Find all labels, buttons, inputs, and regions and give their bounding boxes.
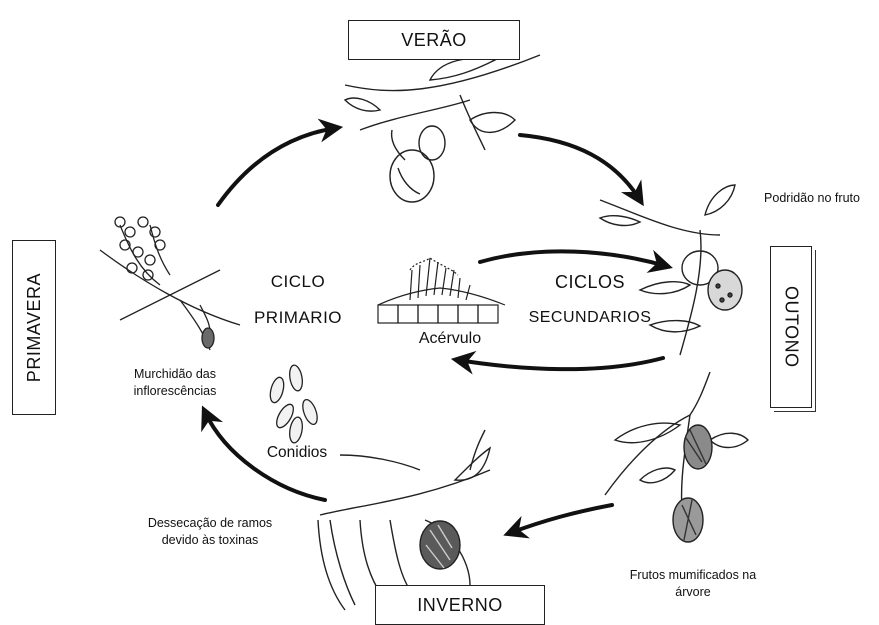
season-autumn-box: OUTONO xyxy=(770,246,812,408)
acervulus-drawing xyxy=(377,257,506,324)
inflorescence-wilt-line1: Murchidão das xyxy=(134,367,216,381)
conidia-label: Conidios xyxy=(266,444,328,461)
arrow-acervulus-to-autumn-fruit xyxy=(478,249,673,273)
winter-dry-branch-drawing xyxy=(317,429,492,611)
autumn-olive-branch-drawing xyxy=(598,184,743,356)
branch-desiccation-note: Dessecação de ramos devido às toxinas xyxy=(135,515,285,549)
season-summer-box: VERÃO xyxy=(348,20,520,60)
arrow-spring-to-summer xyxy=(216,118,344,207)
fruit-rot-note: Podridão no fruto xyxy=(764,191,860,205)
conidia-drawing xyxy=(269,364,318,444)
cycle-arrows xyxy=(201,118,673,539)
secondary-cycles-line1: CICLOS xyxy=(554,272,626,292)
season-winter-label: INVERNO xyxy=(417,594,503,615)
acervulus-label: Acérvulo xyxy=(418,330,482,347)
summer-olive-branch-drawing xyxy=(343,54,541,203)
branch-desiccation-line1: Dessecação de ramos xyxy=(147,516,273,530)
inflorescence-wilt-line2: inflorescências xyxy=(133,384,217,398)
secondary-cycles-line2: SECUNDARIOS xyxy=(528,309,652,326)
branch-desiccation-line2: devido às toxinas xyxy=(161,533,259,547)
secondary-cycles-label: CICLOS SECUNDARIOS xyxy=(510,272,670,327)
inflorescence-wilt-note: Murchidão das inflorescências xyxy=(120,366,230,400)
mummified-fruit-note: Frutos mumificados na árvore xyxy=(608,567,778,601)
season-autumn-label: OUTONO xyxy=(781,286,802,368)
arrow-summer-to-autumn xyxy=(518,133,644,207)
mummified-fruit-line1: Frutos mumificados na xyxy=(629,568,757,582)
arrow-autumn-to-acervulus xyxy=(450,350,665,375)
spring-inflorescence-drawing xyxy=(99,216,241,351)
arrow-mummified-to-winter xyxy=(503,503,614,539)
season-spring-box: PRIMAVERA xyxy=(12,240,56,415)
mummified-fruit-line2: árvore xyxy=(675,585,711,599)
primary-cycle-label: CICLO PRIMARIO xyxy=(238,272,358,328)
arrow-winter-to-spring xyxy=(201,405,327,502)
season-winter-box: INVERNO xyxy=(375,585,545,625)
primary-cycle-line2: PRIMARIO xyxy=(253,308,343,327)
season-spring-label: PRIMAVERA xyxy=(23,272,44,383)
mummified-fruit-branch-drawing xyxy=(604,371,750,543)
primary-cycle-line1: CICLO xyxy=(270,272,326,291)
season-summer-label: VERÃO xyxy=(401,29,467,50)
